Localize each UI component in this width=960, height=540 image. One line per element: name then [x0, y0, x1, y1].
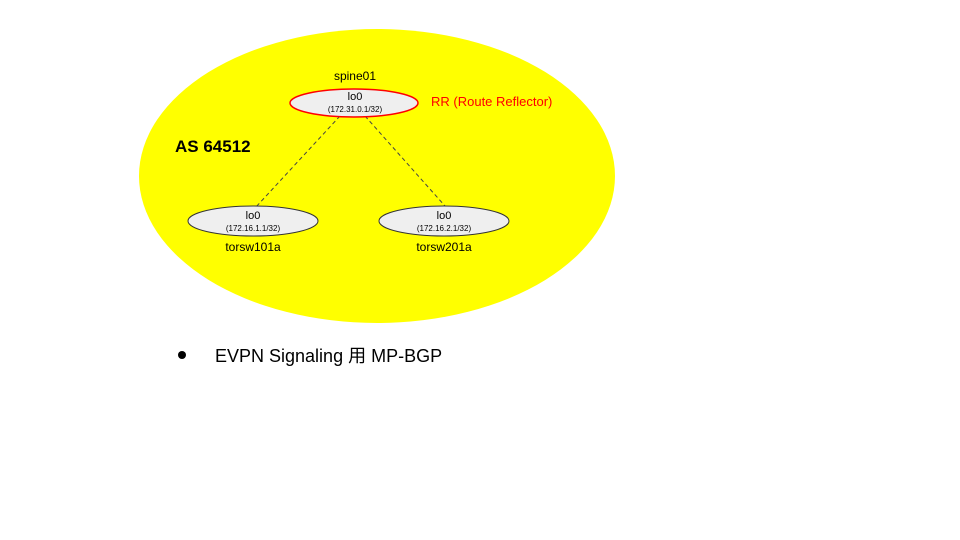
bullet-dot-icon: [178, 351, 186, 359]
spine-ip: (172.31.0.1/32): [328, 105, 383, 114]
torsw101a-ip: (172.16.1.1/32): [226, 224, 281, 233]
as-label: AS 64512: [175, 137, 251, 156]
torsw201a-loopback-node[interactable]: [378, 205, 510, 237]
bullet-text: EVPN Signaling 用 MP-BGP: [215, 346, 443, 366]
torsw101a-iface: lo0: [246, 210, 261, 222]
torsw101a-loopback-node[interactable]: [187, 205, 319, 237]
rr-label: RR (Route Reflector): [431, 94, 552, 109]
torsw101a-hostname: torsw101a: [225, 240, 281, 254]
spine-hostname: spine01: [334, 69, 376, 83]
bullet-item: EVPN Signaling 用 MP-BGP: [178, 342, 442, 368]
torsw201a-iface: lo0: [437, 210, 452, 222]
torsw201a-ip: (172.16.2.1/32): [417, 224, 472, 233]
torsw201a-hostname: torsw201a: [416, 240, 472, 254]
ibgp-session-spine-torsw201a: [364, 115, 446, 207]
as-boundary: [139, 29, 615, 323]
spine-iface: lo0: [348, 91, 363, 103]
spine-loopback-node[interactable]: [289, 88, 419, 118]
